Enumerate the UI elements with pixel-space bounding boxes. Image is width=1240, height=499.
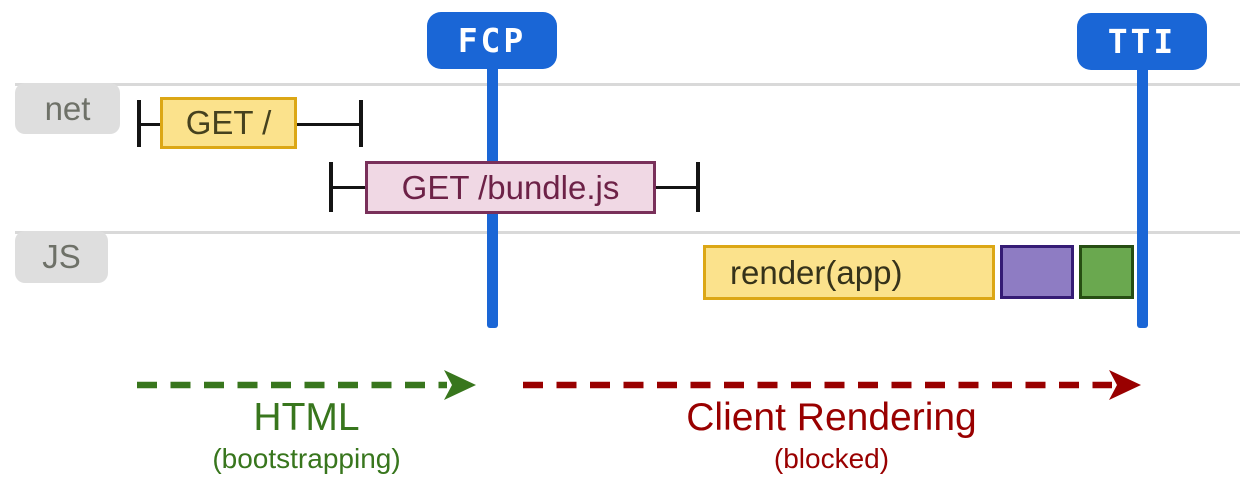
get-bundle-request-box: GET /bundle.js [365,161,656,214]
client-rendering-phase-title: Client Rendering [686,396,977,439]
green-task-box [1079,245,1134,299]
get-bundle-whisker-end-tick [696,162,700,212]
html-phase-subtitle: (bootstrapping) [212,442,401,474]
client-rendering-phase-label: Client Rendering (blocked) [523,396,1140,475]
get-root-request-box: GET / [160,97,297,149]
js-track-label: JS [15,231,108,283]
render-app-task-box: render(app) [703,245,995,300]
client-rendering-phase-subtitle: (blocked) [773,442,890,474]
net-track-line [15,83,1240,86]
net-track-label: net [15,83,120,134]
purple-task-box [1000,245,1074,299]
tti-badge: TTI [1077,13,1207,70]
js-track-line [15,231,1240,234]
html-phase-arrowhead-icon [444,370,476,400]
html-phase-title: HTML [253,396,360,439]
tti-marker-line [1137,64,1148,328]
client-rendering-phase-arrowhead-icon [1109,370,1141,400]
fcp-badge: FCP [427,12,557,69]
phase-arrows [137,370,1141,400]
get-bundle-whisker-start-tick [329,162,333,212]
html-phase-label: HTML (bootstrapping) [137,396,476,475]
get-root-whisker-end-tick [359,100,363,147]
get-root-whisker-start-tick [137,100,141,147]
